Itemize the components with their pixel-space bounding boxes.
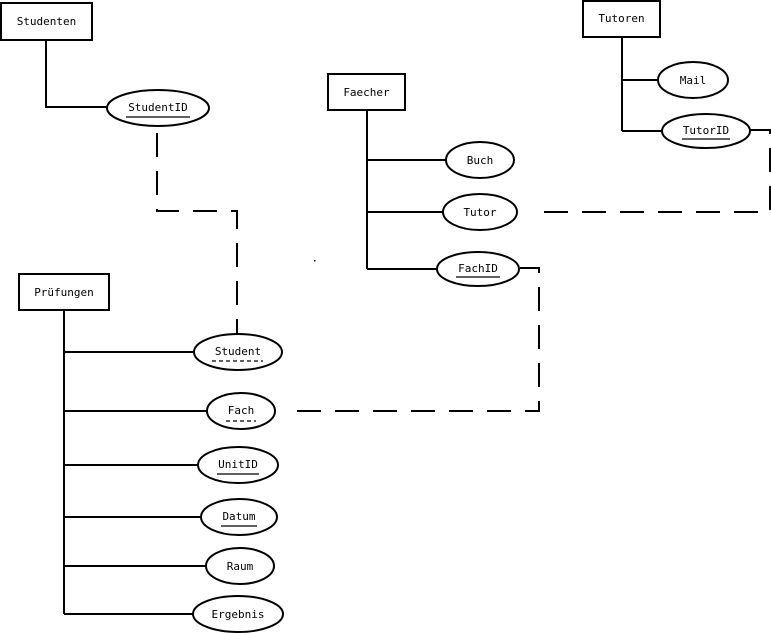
attribute-tutor[interactable]: Tutor xyxy=(442,193,518,231)
attribute-mail[interactable]: Mail xyxy=(657,61,729,99)
stray-mark xyxy=(314,260,316,262)
attribute-fachid[interactable]: FachID xyxy=(436,251,520,287)
reference-tutorid-tutor xyxy=(533,129,771,213)
attribute-raum[interactable]: Raum xyxy=(205,547,275,585)
attribute-label: UnitID xyxy=(218,458,258,471)
attribute-studentid[interactable]: StudentID xyxy=(106,89,210,127)
attribute-label: Tutor xyxy=(463,206,496,219)
entity-label: Tutoren xyxy=(598,12,644,25)
attribute-label: StudentID xyxy=(128,101,188,114)
entity-label: Faecher xyxy=(343,86,390,99)
attribute-ergebnis[interactable]: Ergebnis xyxy=(192,595,284,633)
attribute-label: Student xyxy=(215,345,261,358)
attribute-fach[interactable]: Fach xyxy=(206,392,276,430)
attribute-buch[interactable]: Buch xyxy=(445,141,515,179)
entity-faecher[interactable]: Faecher xyxy=(327,73,406,111)
entity-pruefungen[interactable]: Prüfungen xyxy=(18,273,110,311)
attribute-student[interactable]: Student xyxy=(193,333,283,371)
entity-studenten[interactable]: Studenten xyxy=(0,2,93,41)
attribute-label: TutorID xyxy=(683,124,729,137)
attribute-label: FachID xyxy=(458,262,498,275)
attribute-tutorid[interactable]: TutorID xyxy=(661,113,751,149)
attribute-datum[interactable]: Datum xyxy=(200,498,278,536)
connectors xyxy=(45,37,662,615)
reference-fachid-fach xyxy=(283,267,540,412)
entity-label: Studenten xyxy=(17,15,77,28)
references xyxy=(156,129,771,412)
attribute-label: Fach xyxy=(228,404,255,417)
attribute-label: Datum xyxy=(222,510,255,523)
reference-studentid-student xyxy=(156,133,238,335)
attribute-unitid[interactable]: UnitID xyxy=(197,446,279,484)
attribute-label: Buch xyxy=(467,154,494,167)
connector-studenten-studentid xyxy=(45,40,108,108)
attribute-label: Mail xyxy=(680,74,707,87)
entity-label: Prüfungen xyxy=(34,286,94,299)
entity-tutoren[interactable]: Tutoren xyxy=(582,0,661,38)
attribute-label: Raum xyxy=(227,560,254,573)
attribute-label: Ergebnis xyxy=(212,608,265,621)
